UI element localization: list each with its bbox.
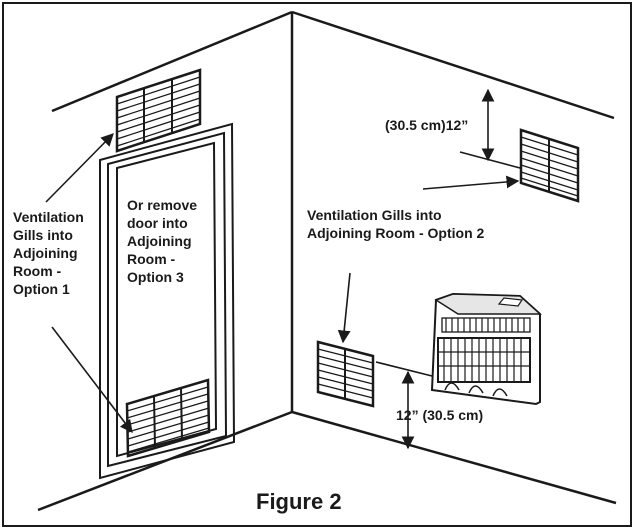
label-option3: Or remove door into Adjoining Room - Opt… bbox=[127, 197, 198, 285]
door bbox=[99, 122, 236, 480]
label-option1: Ventilation Gills into Adjoining Room - … bbox=[13, 209, 84, 297]
dimension-bottom bbox=[375, 361, 433, 450]
vent-upper-right bbox=[519, 128, 580, 203]
vent-lower-right bbox=[316, 340, 375, 408]
vent-door bbox=[125, 378, 211, 458]
figure-caption: Figure 2 bbox=[256, 489, 342, 514]
dimension-top bbox=[459, 88, 521, 169]
label-option2: Ventilation Gills into Adjoining Room - … bbox=[307, 207, 485, 241]
vent-upper-left bbox=[115, 68, 202, 153]
label-clearance-top: (30.5 cm)12” bbox=[385, 117, 469, 133]
pointer-arrows bbox=[45, 133, 520, 434]
heater bbox=[430, 292, 542, 406]
label-clearance-bottom: 12” (30.5 cm) bbox=[396, 407, 484, 423]
room-corner bbox=[37, 10, 617, 512]
